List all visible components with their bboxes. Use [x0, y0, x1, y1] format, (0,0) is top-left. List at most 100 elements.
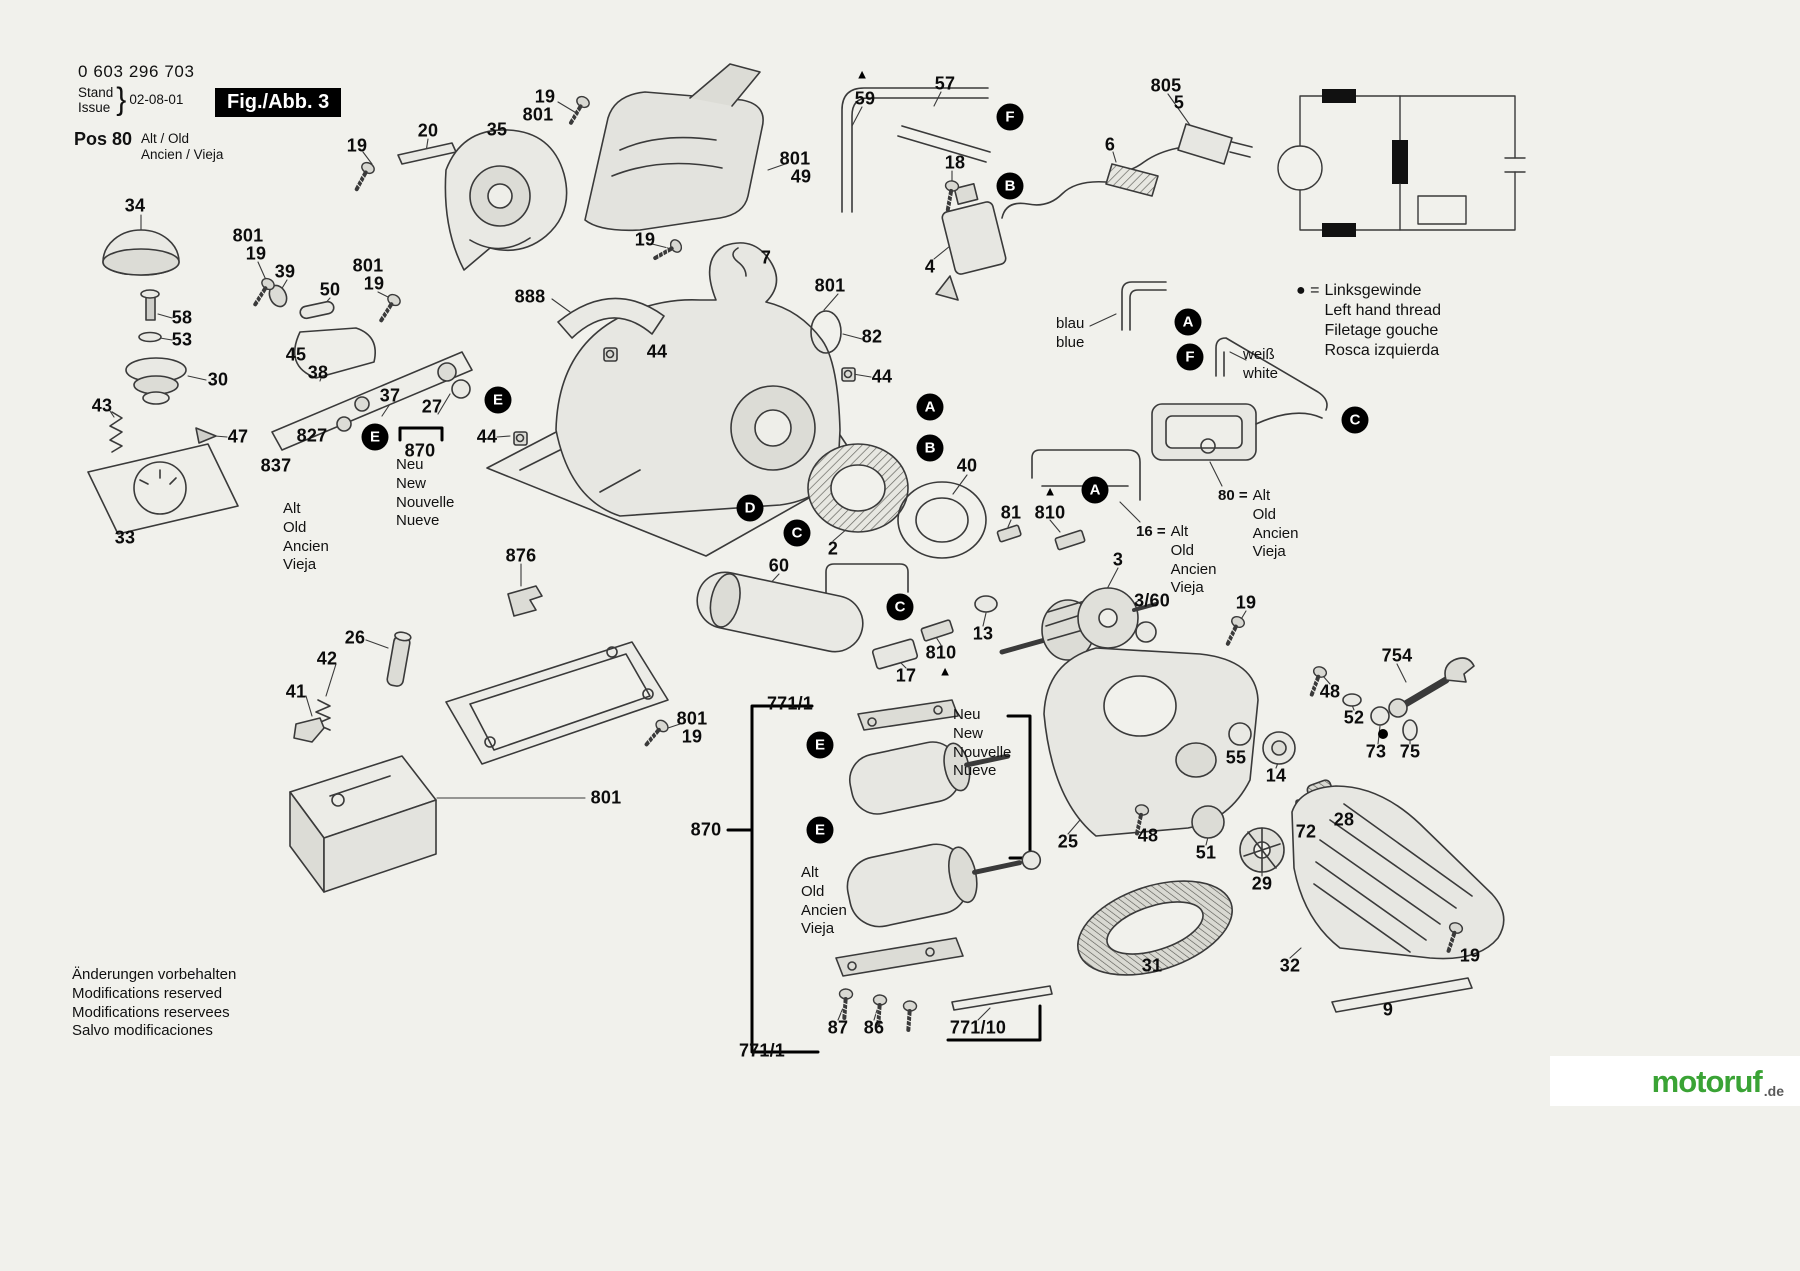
part-number-label: 58: [171, 307, 193, 328]
part-number-label: 44: [871, 366, 893, 387]
note-line: Left hand thread: [1324, 302, 1441, 319]
part-number-label: 19: [245, 243, 267, 264]
sealing-ring: [810, 310, 842, 354]
note-line: Änderungen vorbehalten: [72, 966, 237, 983]
part-number-label: 37: [379, 385, 401, 406]
part-number-label: 72: [1295, 821, 1317, 842]
brush-plate-17: [871, 638, 919, 670]
part-number-label: 44: [646, 341, 668, 362]
part-number-label: 48: [1137, 825, 1159, 846]
part-number-label: 47: [227, 426, 249, 447]
group-brackets: [398, 426, 1042, 1054]
callout-letter-badge: E: [806, 816, 834, 844]
part-number-label: 44: [476, 426, 498, 447]
note-line: Vieja: [1170, 579, 1204, 597]
circuit-schematic: [1277, 89, 1526, 237]
note-line: Linksgewinde: [1324, 282, 1422, 299]
note-line: white: [1243, 364, 1279, 382]
belt-cover-front: [397, 129, 568, 271]
callout-letter-badge: E: [484, 386, 512, 414]
part-number-label: 19: [363, 273, 385, 294]
part-number-label: 19: [346, 135, 368, 156]
part-number-label: 9: [1382, 999, 1394, 1020]
note-line: Salvo modificaciones: [72, 1022, 213, 1040]
note-line: New: [396, 474, 427, 492]
dust-box: [289, 755, 437, 893]
part-number-label: 82: [861, 326, 883, 347]
note-line: Vieja: [801, 920, 835, 938]
part-number-label: 55: [1225, 747, 1247, 768]
part-number-label: 19: [634, 229, 656, 250]
pos-note-line: Alt / Old: [141, 131, 190, 146]
armature: [999, 587, 1158, 661]
part-number-label: 40: [956, 455, 978, 476]
clip-7: [732, 247, 747, 277]
callout-letter-badge: B: [996, 172, 1024, 200]
callout-letter-badge: C: [886, 593, 914, 621]
pos-block: Pos 80 Alt / Old Ancien / Vieja: [74, 129, 223, 163]
stator-ring: [897, 481, 987, 559]
pos-label: Pos 80: [74, 129, 133, 149]
part-number-label: 876: [505, 545, 537, 566]
part-number-label: 52: [1343, 707, 1365, 728]
part-number-label: 13: [972, 623, 994, 644]
part-number-label: 49: [790, 166, 812, 187]
part-number-label: 48: [1319, 681, 1341, 702]
title-block: 0 603 296 703 Stand Issue } 02-08-01: [78, 62, 195, 118]
callout-letter-badge: A: [916, 393, 944, 421]
part-number-label: 4: [924, 256, 936, 277]
part-number-label: 888: [514, 286, 546, 307]
note-line: Nueve: [953, 762, 997, 780]
note-line: Ancien: [283, 537, 329, 555]
callout-letter-badge: C: [783, 519, 811, 547]
callout-letter-badge: E: [361, 423, 389, 451]
note-line: Filetage gouche: [1324, 322, 1439, 339]
note-line: blau: [1056, 315, 1085, 332]
note-line: Alt: [801, 864, 819, 881]
stand-label: Stand: [78, 84, 114, 100]
part-number-label: 59: [854, 88, 876, 109]
part-number-label: 3: [1112, 549, 1124, 570]
power-cord: [1001, 123, 1253, 219]
blade-9: [1331, 977, 1473, 1013]
part-number-label: 41: [285, 681, 307, 702]
note-line: Alt: [283, 500, 301, 517]
wrench: [1388, 657, 1475, 718]
part-number-label: 801: [522, 104, 554, 125]
part-number-label: 810: [925, 642, 957, 663]
part-number-label: 801: [779, 148, 811, 169]
note-line: New: [953, 724, 984, 742]
note-line: Neu: [396, 456, 424, 473]
drive-belt: [1077, 880, 1233, 976]
blade-771-10: [951, 985, 1053, 1011]
part-number-label: 801: [352, 255, 384, 276]
note-line: Nouvelle: [396, 493, 455, 511]
part-number-label: 771/1: [738, 1040, 786, 1061]
bracket-876: [507, 585, 543, 617]
note-line: Old: [801, 882, 825, 900]
adjusting-knob-assembly: [87, 229, 239, 535]
guide-handle-bar: [841, 87, 991, 213]
note-line: Rosca izquierda: [1324, 342, 1440, 359]
watermark-tld: .de: [1763, 1083, 1784, 1099]
part-number-label: 14: [1265, 765, 1287, 786]
triangle-marker: ▲: [855, 66, 869, 82]
part-number-label: 75: [1399, 741, 1421, 762]
part-number-label: 43: [91, 395, 113, 416]
part-number-label: 32: [1279, 955, 1301, 976]
part-number-label: 810: [1034, 502, 1066, 523]
triangle-marker: ▲: [938, 663, 952, 679]
figure-label: Fig./Abb. 3: [227, 91, 330, 113]
part-number-label: 20: [417, 120, 439, 141]
part-number-label: 19: [1459, 945, 1481, 966]
